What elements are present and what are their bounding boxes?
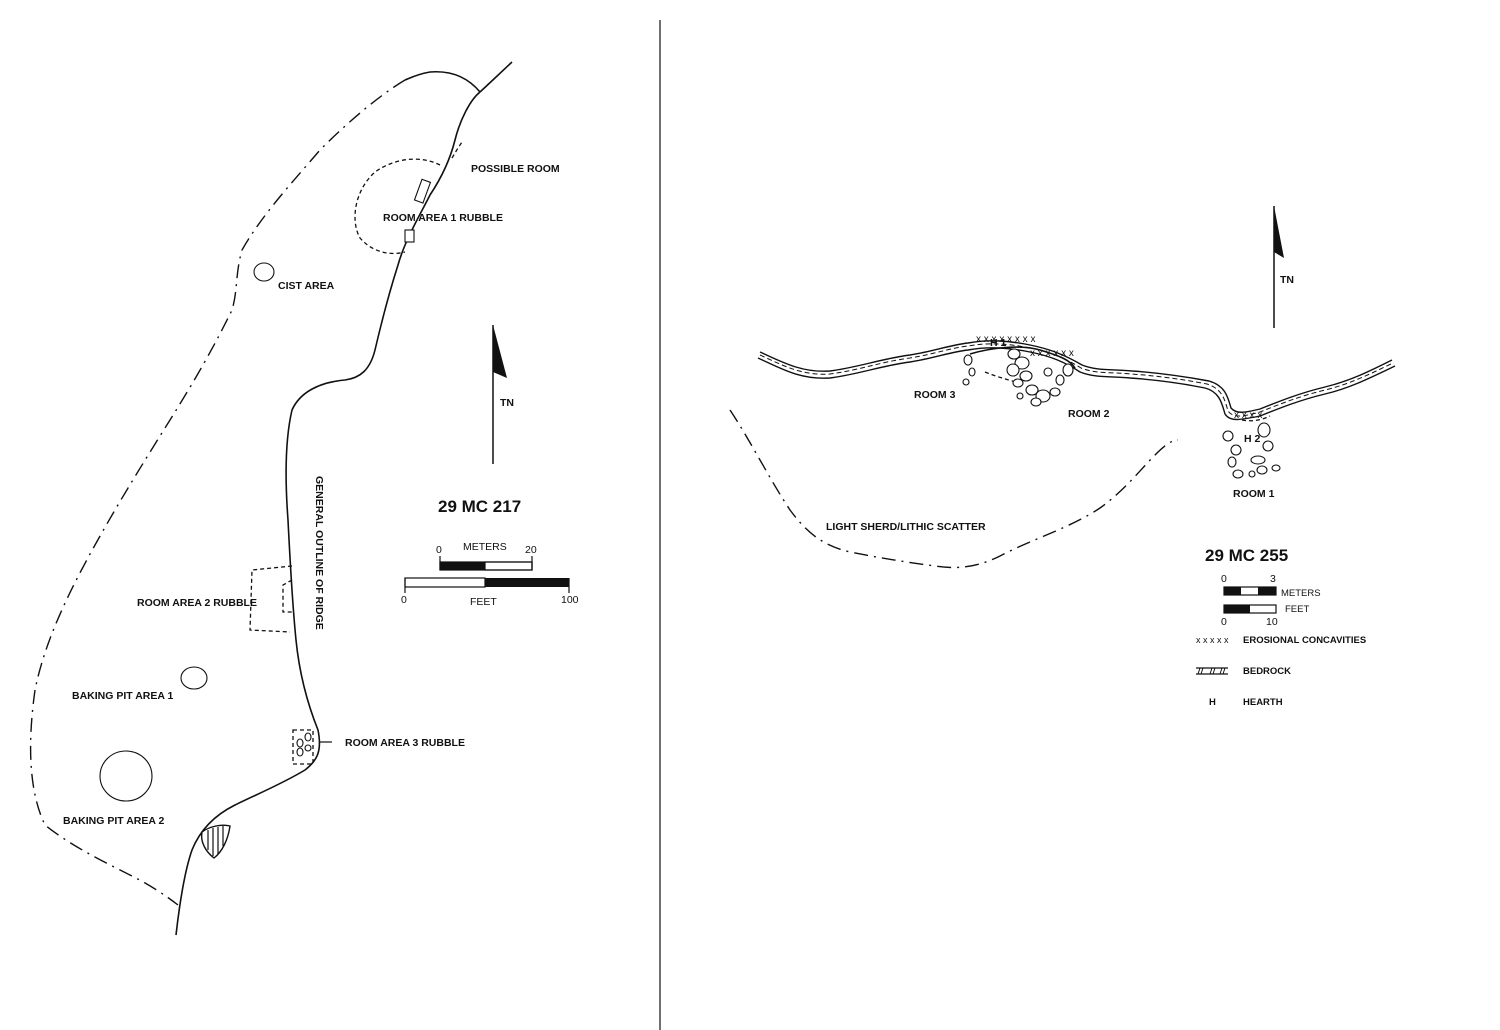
label-room-2: ROOM 2 (1068, 408, 1110, 420)
room-area-2-outline (249, 565, 293, 633)
room-2-rubble (962, 348, 1074, 407)
right-map: x x x x x x x x x x x x x x x x x x (729, 206, 1396, 708)
north-arrow-right (1273, 206, 1284, 328)
legend-label-bedrock: BEDROCK (1243, 666, 1291, 677)
scale-feet-end-left: 100 (561, 594, 579, 606)
scale-meters-start-left: 0 (436, 544, 442, 556)
scale-feet-start-left: 0 (401, 594, 407, 606)
room-3-wall (969, 346, 1076, 369)
label-ridge-outline: GENERAL OUTLINE OF RIDGE (313, 476, 325, 630)
legend-label-hearth: HEARTH (1243, 697, 1283, 708)
label-room-area-3: ROOM AREA 3 RUBBLE (345, 737, 465, 749)
room-area-3-outline (292, 729, 314, 765)
scale-meters-end-left: 20 (525, 544, 537, 556)
room-area-3-stone (304, 744, 312, 752)
label-baking-pit-2: BAKING PIT AREA 2 (63, 815, 164, 827)
north-label-right: TN (1280, 274, 1294, 286)
room-area-1-outline (354, 158, 441, 255)
scatter-boundary (729, 409, 1179, 569)
room-1-dashed-wall (1241, 415, 1271, 422)
scale-meters-end-right: 3 (1270, 573, 1276, 585)
hatched-feature (200, 824, 231, 859)
label-cist-area: CIST AREA (278, 280, 335, 292)
north-arrow-left (492, 325, 507, 464)
label-baking-pit-1: BAKING PIT AREA 1 (72, 690, 173, 702)
room-area-1-rubble (413, 178, 432, 204)
scale-meters-label-right: METERS (1281, 588, 1321, 599)
ridge-north-spur (479, 61, 513, 93)
scale-feet-start-right: 0 (1221, 616, 1227, 628)
label-scatter: LIGHT SHERD/LITHIC SCATTER (826, 521, 986, 533)
room-area-3-stone (304, 732, 312, 742)
bedrock-ledge (757, 340, 1396, 421)
room-area-1-rubble-small (404, 229, 415, 243)
site-boundary-west (29, 79, 406, 906)
label-room-3: ROOM 3 (914, 389, 956, 401)
baking-pit-1-mark (180, 666, 208, 690)
site-title-left: 29 MC 217 (438, 497, 521, 516)
scale-meters-start-right: 0 (1221, 573, 1227, 585)
scale-feet-label-left: FEET (470, 596, 497, 608)
label-room-1: ROOM 1 (1233, 488, 1275, 500)
legend-symbol-hearth: H (1209, 697, 1216, 708)
label-hearth-2: H 2 (1244, 433, 1261, 445)
ridge-outline (175, 70, 481, 936)
label-room-area-2: ROOM AREA 2 RUBBLE (137, 597, 257, 609)
legend-symbol-bedrock (1196, 667, 1228, 675)
erosional-concavity-marks: x x x x x x x x (976, 334, 1035, 345)
scale-bar-right (1223, 586, 1277, 614)
erosional-concavity-marks: x x x x (1234, 410, 1262, 421)
legend-symbol-erosion: x x x x x (1196, 635, 1229, 645)
baking-pit-2-mark (99, 750, 153, 802)
scale-meters-label-left: METERS (463, 541, 507, 553)
site-title-right: 29 MC 255 (1205, 546, 1288, 565)
scale-feet-end-right: 10 (1266, 616, 1278, 628)
label-room-area-1: ROOM AREA 1 RUBBLE (383, 212, 503, 224)
legend: x x x x x EROSIONAL CONCAVITIES BEDROCK … (1196, 635, 1366, 708)
cist-area-mark (253, 262, 275, 282)
scale-bar-left (404, 556, 570, 593)
room-1-rubble (1222, 422, 1281, 479)
possible-room-dots (451, 141, 463, 159)
scale-feet-label-right: FEET (1285, 604, 1309, 615)
label-possible-room: POSSIBLE ROOM (471, 163, 560, 175)
room-area-3-stone (296, 738, 304, 748)
north-label-left: TN (500, 397, 514, 409)
room-area-3-stone (296, 747, 304, 757)
left-map: TN POSSIBLE ROOM ROOM AREA 1 RUBBLE CIST… (29, 61, 579, 936)
label-hearth-1: H 1 (990, 337, 1007, 349)
legend-label-erosion: EROSIONAL CONCAVITIES (1243, 635, 1366, 646)
